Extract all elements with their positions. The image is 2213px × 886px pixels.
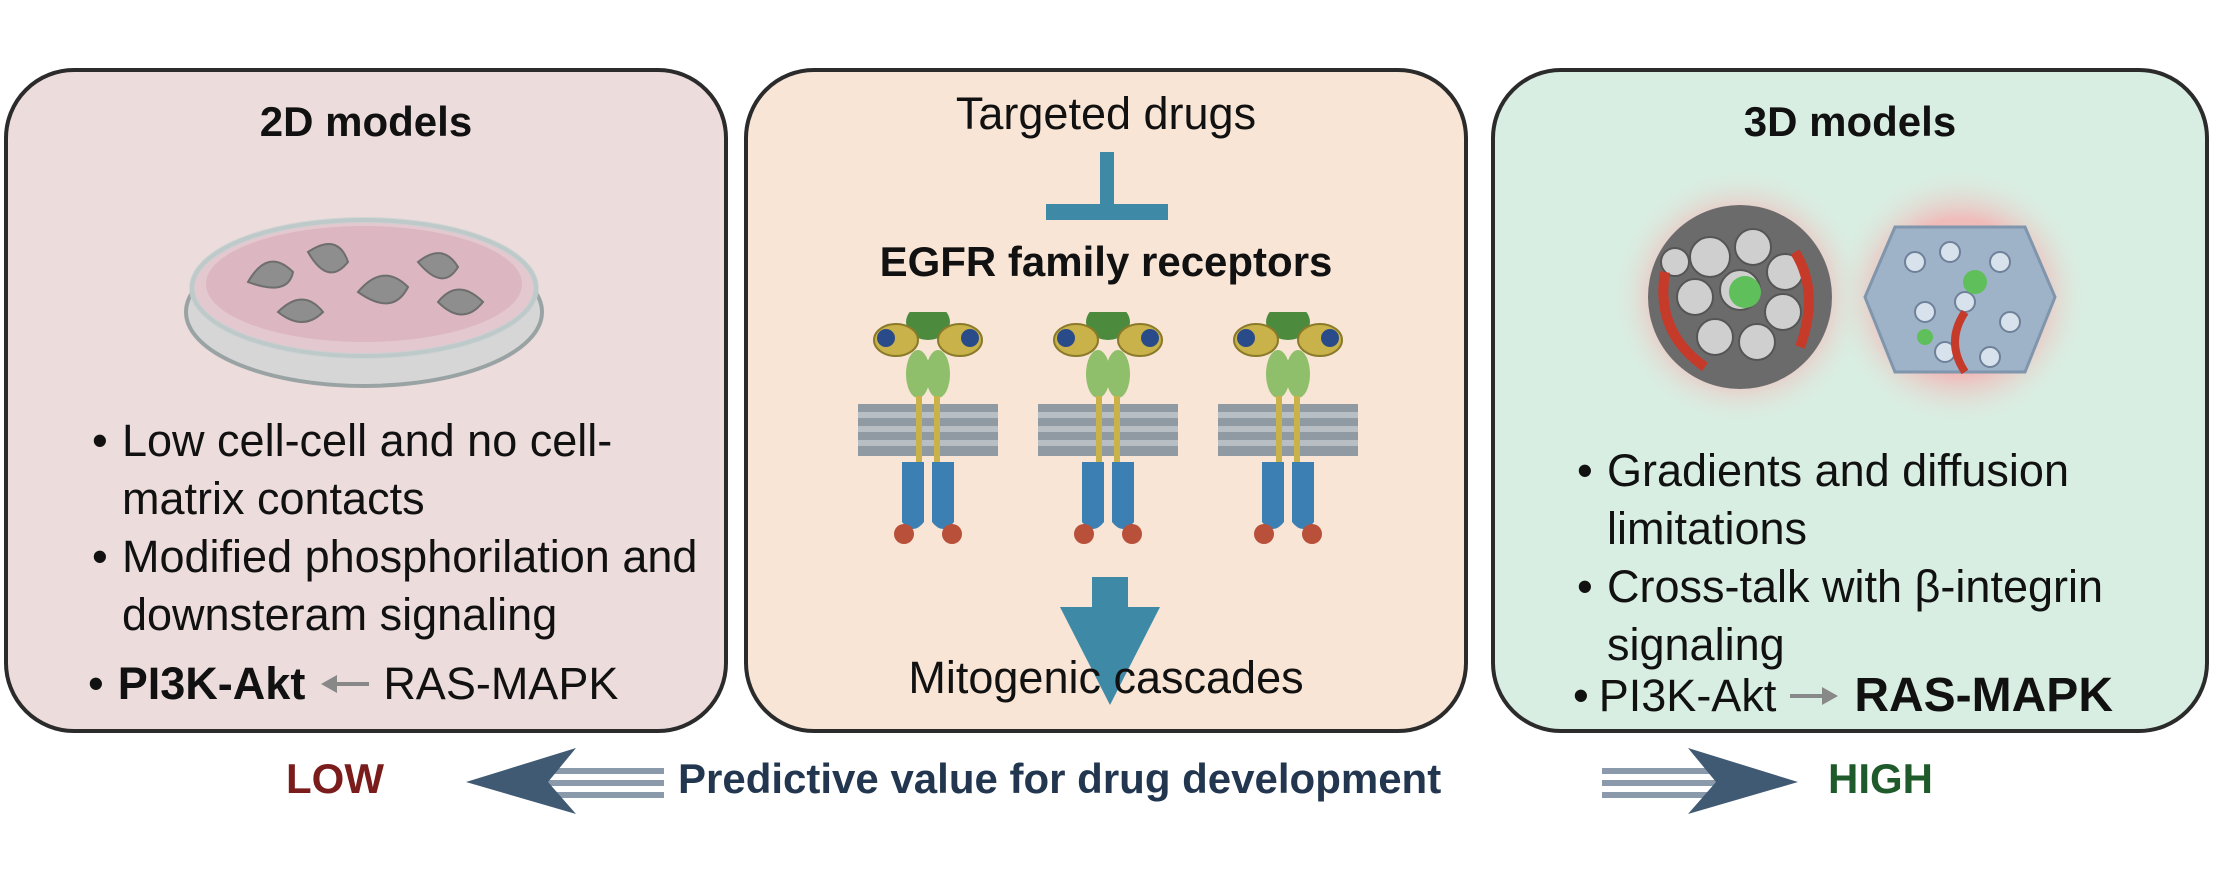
panel-title-2d: 2D models <box>259 98 473 145</box>
pathway-2d-dominant: PI3K-Akt <box>117 658 306 709</box>
arrow-right-icon <box>1790 686 1839 705</box>
egfr-receptors-icon <box>857 312 1359 545</box>
pathway-2d: • PI3K-Akt RAS-MAPK <box>88 658 618 710</box>
bullet-2d-contacts: •Low cell-cell and no cell-matrix contac… <box>92 415 613 524</box>
arrow-left-large-icon <box>466 748 664 814</box>
spheroid-icon <box>1610 167 2090 427</box>
low-label: LOW <box>286 755 384 802</box>
high-label: HIGH <box>1828 755 1933 802</box>
pathway-2d-secondary: RAS-MAPK <box>383 658 619 709</box>
panel-2d-models: 2D models •Low cell-cell and no cell-mat… <box>4 68 728 733</box>
dot: • <box>1573 669 1589 721</box>
petri-dish-icon <box>184 217 544 388</box>
predictive-value-label: Predictive value for drug development <box>678 755 1442 802</box>
panel-egfr: Targeted drugs EGFR family receptors <box>744 68 1468 733</box>
mitogenic-cascades-label: Mitogenic cascades <box>908 652 1304 703</box>
pathway-3d: • PI3K-Akt RAS-MAPK <box>1573 668 2113 723</box>
targeted-drugs-label: Targeted drugs <box>955 88 1257 139</box>
pathway-3d-dominant: RAS-MAPK <box>1854 669 2113 722</box>
bullet-3d-integrin: •Cross-talk with β-integrin signaling <box>1577 561 2104 670</box>
bullet-list-3d: •Gradients and diffusion limitations •Cr… <box>1573 442 2193 674</box>
panel-title-3d: 3D models <box>1743 98 1957 145</box>
panel-3d-models: 3D models •Gradients and diffus <box>1491 68 2209 733</box>
arrow-left-icon <box>321 675 370 693</box>
dot: • <box>88 658 104 709</box>
arrow-right-large-icon <box>1602 748 1798 814</box>
inhibition-icon <box>1046 152 1168 220</box>
bullet-list-2d: •Low cell-cell and no cell-matrix contac… <box>88 412 708 644</box>
bullet-3d-gradients: •Gradients and diffusion limitations <box>1577 445 2069 554</box>
receptor-title: EGFR family receptors <box>879 238 1333 285</box>
bullet-2d-signaling: •Modified phosphorilation and downsteram… <box>92 531 698 640</box>
pathway-3d-secondary: PI3K-Akt <box>1598 669 1777 721</box>
downstream-arrow-icon <box>1060 577 1160 705</box>
